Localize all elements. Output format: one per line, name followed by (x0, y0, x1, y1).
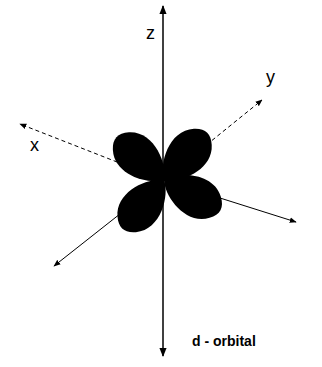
lobe (155, 162, 230, 227)
axis-label: z (146, 24, 155, 42)
axis-label: x (30, 136, 39, 154)
orbital-lobes (103, 119, 230, 242)
z-axis-up (162, 6, 164, 180)
diagram-caption-label: d - orbital (192, 334, 256, 348)
axis-label: y (266, 68, 275, 86)
